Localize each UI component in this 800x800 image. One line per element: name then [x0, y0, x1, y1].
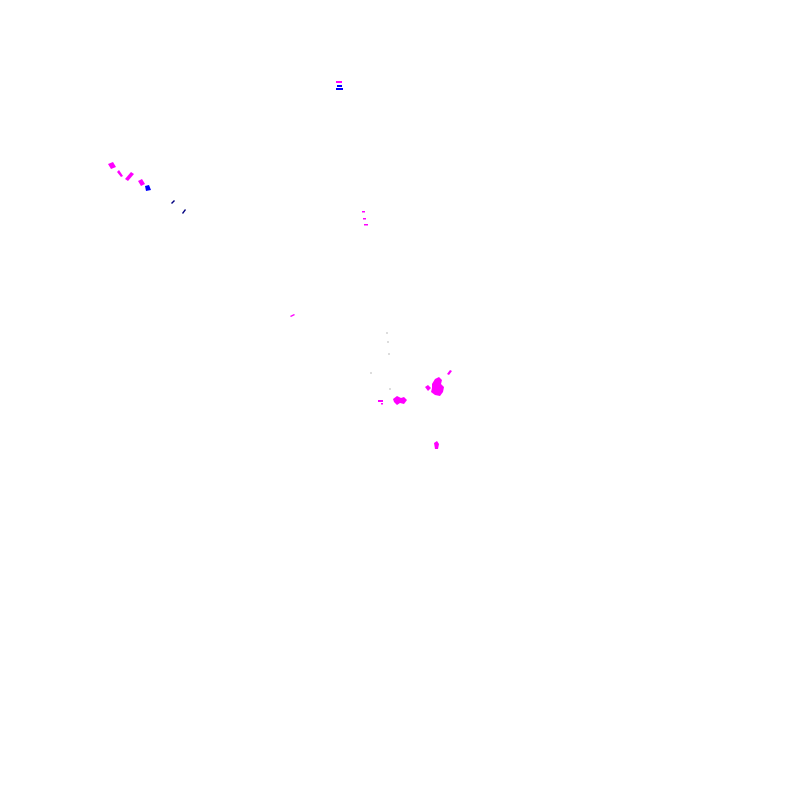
- feature-blob: [171, 200, 175, 204]
- feature-dot: [387, 341, 389, 343]
- feature-blob: [378, 400, 383, 402]
- feature-dot: [389, 388, 391, 390]
- feature-cluster-center-north: [362, 211, 368, 226]
- feature-dot: [388, 353, 390, 355]
- feature-cluster-top: [336, 81, 343, 90]
- feature-blob: [138, 179, 145, 186]
- feature-blob: [290, 314, 295, 317]
- feature-blob: [336, 88, 343, 90]
- feature-dot: [370, 372, 372, 374]
- feature-cluster-center-dots: [370, 332, 391, 390]
- feature-dot: [386, 332, 388, 334]
- feature-cluster-south: [378, 396, 407, 405]
- feature-blob: [447, 370, 452, 375]
- feature-blob: [363, 218, 366, 220]
- feature-blob: [431, 377, 444, 396]
- feature-blob: [393, 396, 407, 405]
- feature-blob: [125, 172, 134, 181]
- feature-blob: [182, 209, 186, 214]
- feature-blob: [425, 385, 431, 391]
- feature-blob: [362, 211, 365, 213]
- feature-cluster-main: [425, 370, 452, 396]
- feature-cluster-southeast: [434, 441, 439, 449]
- feature-cluster-northwest: [108, 162, 186, 214]
- feature-blob: [364, 224, 368, 226]
- feature-blob: [145, 185, 151, 191]
- feature-blob: [336, 81, 342, 83]
- feature-blob: [434, 441, 439, 449]
- feature-blob: [117, 170, 123, 177]
- feature-cluster-west: [290, 314, 295, 317]
- feature-blob: [381, 403, 383, 405]
- feature-blob: [337, 85, 342, 87]
- feature-blob: [108, 162, 116, 169]
